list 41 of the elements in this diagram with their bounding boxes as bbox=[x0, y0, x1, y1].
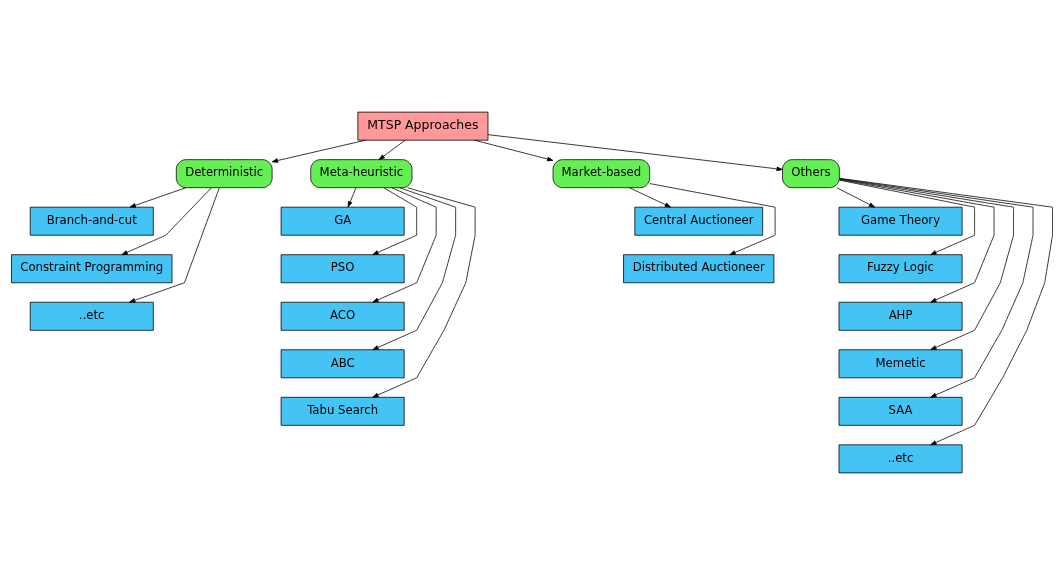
node-box: Memetic bbox=[838, 348, 963, 378]
arrow bbox=[372, 186, 457, 350]
arrow bbox=[839, 178, 1014, 350]
arrow bbox=[121, 187, 212, 255]
arrow bbox=[378, 139, 406, 160]
node-box: Branch-and-cut bbox=[29, 206, 154, 236]
node-box: ABC bbox=[280, 348, 405, 378]
node-box: ..etc bbox=[29, 301, 154, 331]
node-box: Deterministic bbox=[175, 158, 273, 188]
arrow bbox=[474, 139, 554, 161]
node-box: Game Theory bbox=[838, 206, 963, 236]
arrow bbox=[372, 186, 437, 303]
node-box: PSO bbox=[280, 253, 405, 283]
arrow bbox=[347, 186, 357, 207]
arrow bbox=[372, 186, 476, 398]
node-box: Tabu Search bbox=[280, 396, 405, 426]
node-box: Fuzzy Logic bbox=[838, 253, 963, 283]
node-box: MTSP Approaches bbox=[357, 111, 489, 141]
node-box: Market-based bbox=[552, 158, 651, 188]
arrow bbox=[839, 178, 995, 303]
node-box: AHP bbox=[838, 301, 963, 331]
arrow bbox=[129, 186, 187, 208]
node-box: Central Auctioneer bbox=[634, 206, 764, 236]
arrow bbox=[839, 179, 975, 255]
node-box: Distributed Auctioneer bbox=[623, 253, 775, 283]
arrow bbox=[372, 186, 418, 255]
arrow bbox=[649, 182, 776, 255]
node-box: ACO bbox=[280, 301, 405, 331]
arrow bbox=[129, 186, 220, 303]
arrow bbox=[836, 186, 876, 208]
arrow bbox=[839, 177, 1053, 445]
node-box: GA bbox=[280, 206, 405, 236]
arrow bbox=[839, 177, 1034, 398]
node-box: Others bbox=[782, 158, 840, 188]
node-box: Constraint Programming bbox=[11, 253, 173, 283]
arrow bbox=[629, 186, 672, 208]
arrow bbox=[271, 139, 366, 163]
node-box: Meta-heuristic bbox=[310, 158, 413, 188]
node-box: SAA bbox=[838, 396, 963, 426]
node-box: ..etc bbox=[838, 443, 963, 473]
arrow bbox=[487, 133, 783, 171]
